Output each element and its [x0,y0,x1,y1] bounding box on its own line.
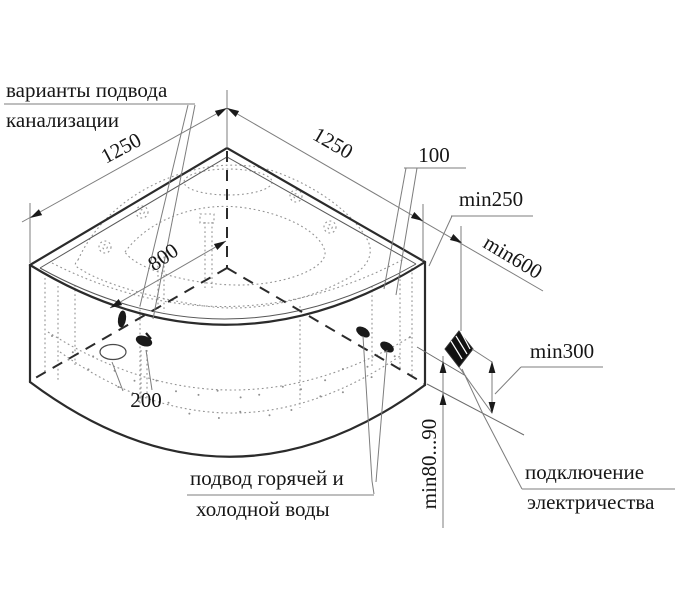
electric-connection-label-line1: подключение [525,460,645,484]
water-supply-fittings [356,326,394,353]
bathtub-interior-details [44,164,413,414]
dimension-lines [4,90,675,528]
dim-100: 100 [418,142,450,167]
drain-fitting [99,310,153,361]
electric-connection-label-line2: электричества [527,490,655,514]
dim-floor-gap: min80...90 [416,418,441,510]
deck-inner-edges [39,156,417,320]
dim-min250: min250 [458,186,524,211]
sewer-options-label-line1: варианты подвода [6,78,168,102]
dim-200: 200 [130,387,162,412]
apron-perforation-texture [51,335,411,419]
power-outlet-symbol [444,330,474,368]
water-supply-label-line2: холодной воды [196,497,330,521]
dimension-arrowheads [30,108,496,414]
sewer-options-label-line2: канализации [6,108,119,132]
hidden-edges-dashed [29,151,426,385]
water-supply-label-line1: подвод горячей и [190,466,344,490]
dim-min300: min300 [529,338,595,363]
